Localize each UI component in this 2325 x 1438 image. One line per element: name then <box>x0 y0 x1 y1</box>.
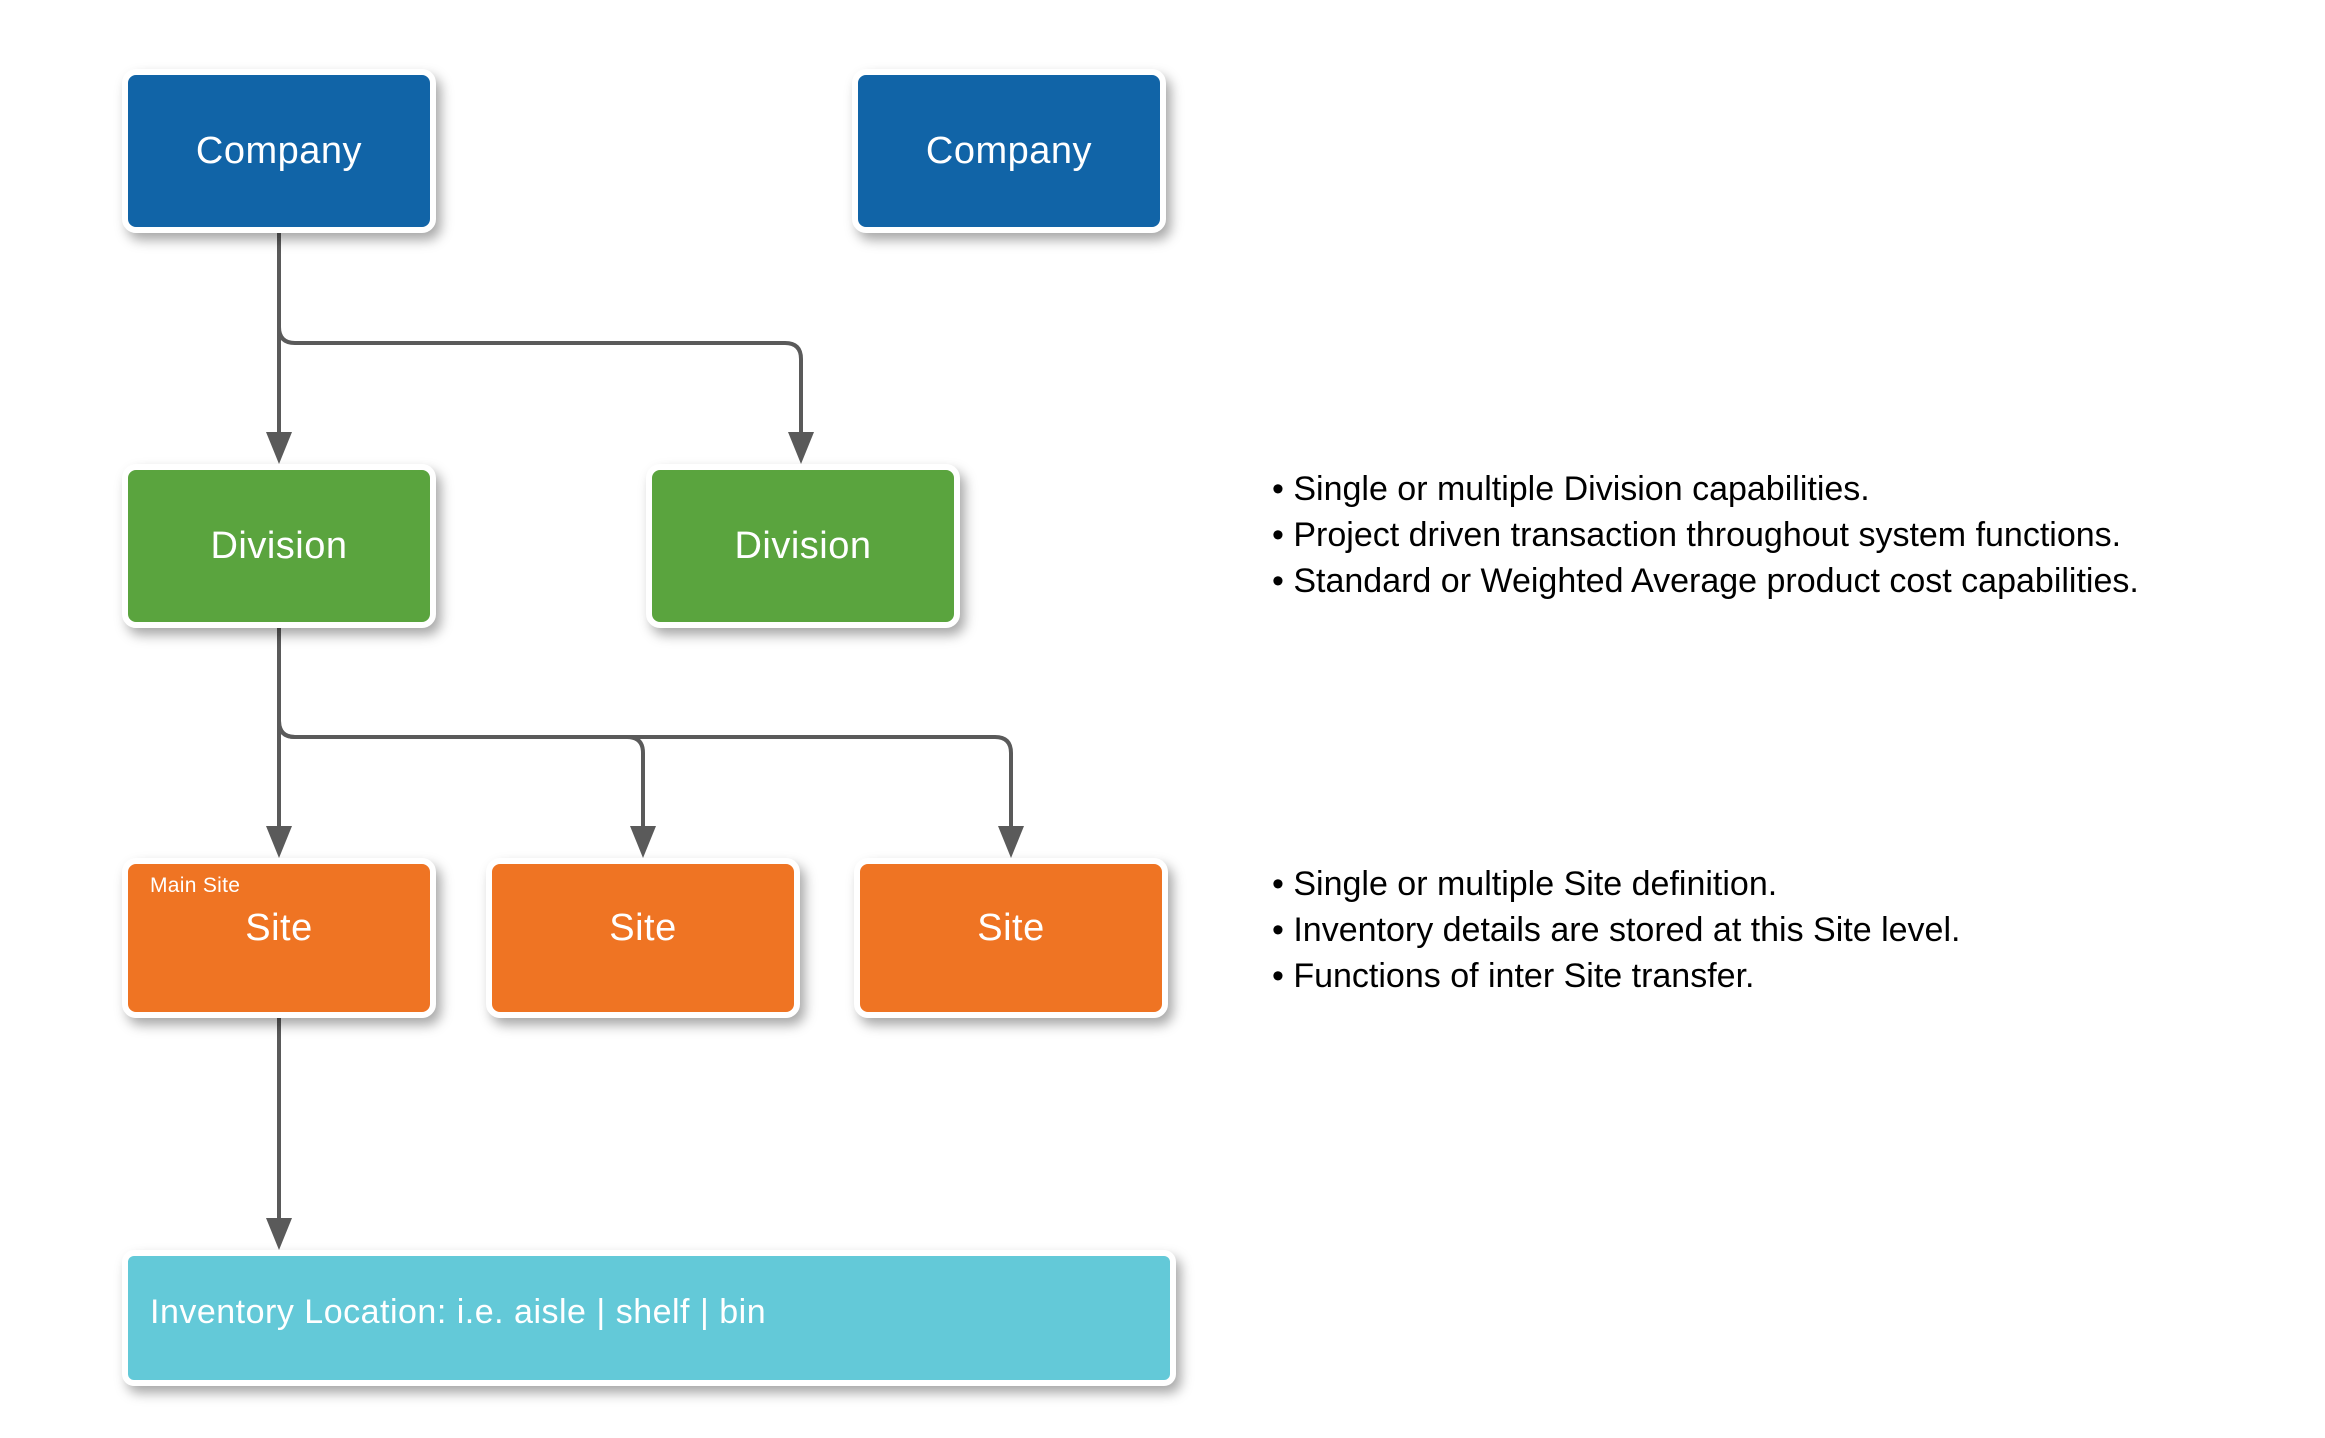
node-site-2-label: Site <box>609 906 677 949</box>
node-site-3: Site <box>854 858 1168 1018</box>
arrowhead-division1 <box>266 432 292 464</box>
site-note-2: • Inventory details are stored at this S… <box>1272 911 1961 949</box>
node-company-1-label: Company <box>195 129 363 172</box>
node-division-1: Division <box>122 464 436 628</box>
node-company-1: Company <box>122 69 436 233</box>
division-note-2: • Project driven transaction throughout … <box>1272 516 2122 554</box>
node-company-2-label: Company <box>925 129 1093 172</box>
connector-division1-site2 <box>277 720 645 830</box>
site-notes-list: • Single or multiple Site definition. • … <box>1272 861 1960 999</box>
division-note-1: • Single or multiple Division capabiliti… <box>1272 470 1870 508</box>
node-division-2-label: Division <box>734 524 872 567</box>
node-division-1-label: Division <box>210 524 348 567</box>
node-site-2: Site <box>486 858 800 1018</box>
node-inventory-location: Inventory Location: i.e. aisle | shelf |… <box>122 1250 1176 1386</box>
main-site-corner-label: Main Site <box>150 874 241 897</box>
node-company-2: Company <box>852 69 1166 233</box>
division-notes-list: • Single or multiple Division capabiliti… <box>1272 466 2139 604</box>
connector-company1-division2 <box>277 326 803 436</box>
arrowhead-site3 <box>998 826 1024 858</box>
arrowhead-site2 <box>630 826 656 858</box>
node-site-3-label: Site <box>977 906 1045 949</box>
site-note-3: • Functions of inter Site transfer. <box>1272 957 1755 995</box>
node-site-1-label: Site <box>245 906 313 949</box>
arrowhead-site1 <box>266 826 292 858</box>
node-division-2: Division <box>646 464 960 628</box>
node-inventory-label: Inventory Location: i.e. aisle | shelf |… <box>150 1292 767 1331</box>
node-site-main: Main Site Site <box>122 858 436 1018</box>
division-note-3: • Standard or Weighted Average product c… <box>1272 562 2139 600</box>
arrowhead-division2 <box>788 432 814 464</box>
site-note-1: • Single or multiple Site definition. <box>1272 865 1778 903</box>
connector-division1-site3 <box>277 720 1013 830</box>
arrowhead-inventory <box>266 1218 292 1250</box>
